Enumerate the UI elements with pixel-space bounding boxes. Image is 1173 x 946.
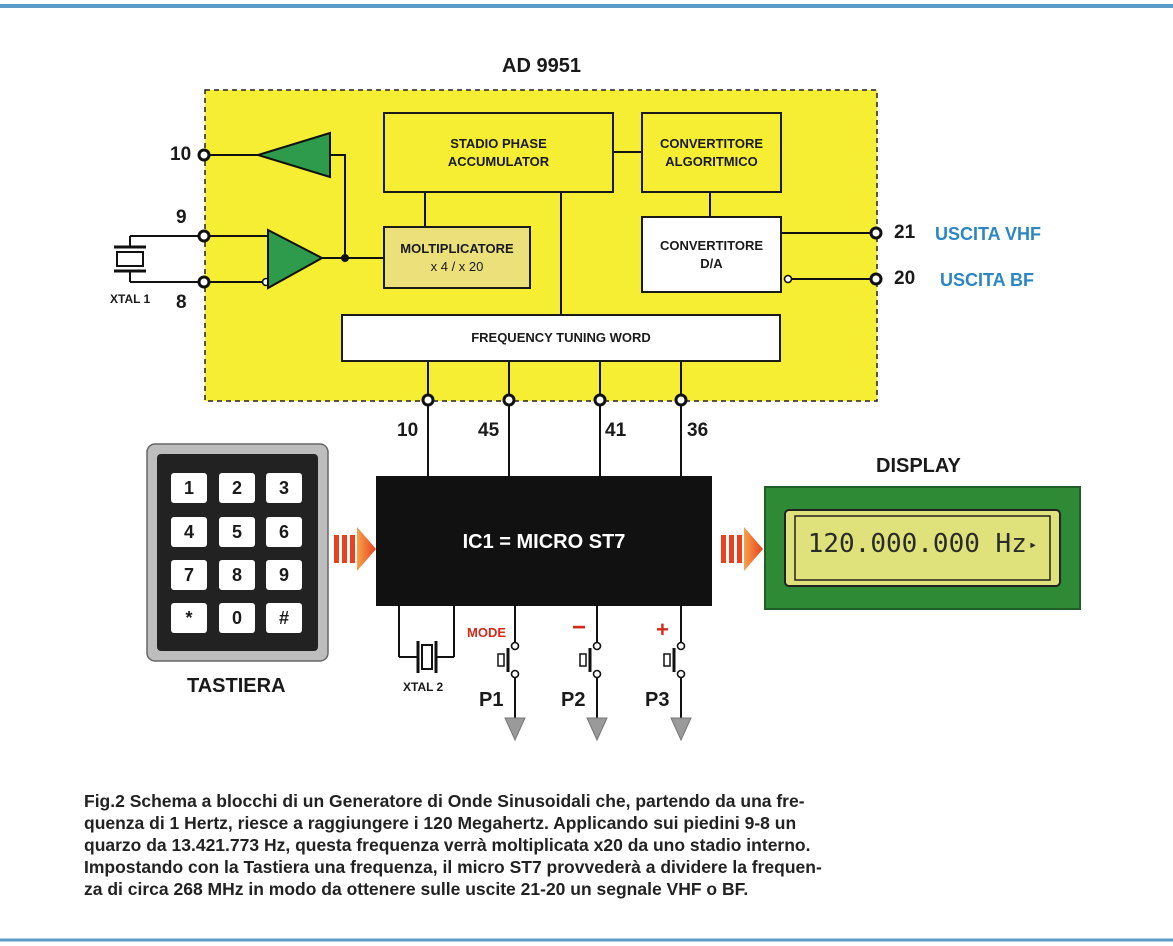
keypad-label: TASTIERA [187, 675, 286, 697]
xtal2-crystal-icon [398, 606, 455, 673]
key-7[interactable]: 7 [171, 560, 207, 590]
lcd-display-module [764, 486, 1081, 610]
da-block-line1: CONVERTITORE [659, 237, 764, 253]
key-9[interactable]: 9 [266, 560, 302, 590]
ftw-block-label: FREQUENCY TUNING WORD [471, 330, 651, 346]
p2-pushbutton-icon [579, 641, 602, 679]
p1-button-label: P1 [479, 689, 504, 711]
keypad-to-micro-arrow-icon [334, 527, 376, 571]
pin-10-left-label: 10 [170, 144, 192, 165]
micro-chip-label: IC1 = MICRO ST7 [462, 531, 626, 553]
multiplier-block-line2: x 4 / x 20 [430, 258, 484, 274]
frequency-tuning-word-block: FREQUENCY TUNING WORD [341, 314, 781, 362]
chip-title: AD 9951 [502, 55, 581, 77]
output-vhf-label: USCITA VHF [935, 224, 1041, 244]
micro-to-display-arrow-icon [721, 527, 763, 571]
key-6[interactable]: 6 [266, 517, 302, 547]
key-8[interactable]: 8 [219, 560, 255, 590]
key-5[interactable]: 5 [219, 517, 255, 547]
multiplier-block: MOLTIPLICATORE x 4 / x 20 [383, 226, 531, 289]
pin-8-label: 8 [176, 292, 187, 313]
key-hash[interactable]: # [266, 603, 302, 633]
output-bf-label: USCITA BF [940, 270, 1034, 290]
key-1[interactable]: 1 [171, 473, 207, 503]
key-4[interactable]: 4 [171, 517, 207, 547]
bus-pin-10-label: 10 [397, 420, 419, 441]
phase-accumulator-block: STADIO PHASE ACCUMULATOR [383, 112, 614, 193]
p2-sign-label: − [572, 614, 587, 641]
figure-caption: Fig.2 Schema a blocchi di un Generatore … [84, 790, 1094, 900]
algorithmic-converter-block: CONVERTITORE ALGORITMICO [641, 112, 782, 193]
da-block-line2: D/A [700, 255, 723, 271]
micro-st7-chip [376, 476, 712, 606]
key-star[interactable]: * [171, 603, 207, 633]
pin-9-label: 9 [176, 207, 187, 228]
bus-pin-41-label: 41 [605, 420, 627, 441]
p3-sign-label: + [656, 617, 669, 642]
p3-pushbutton-icon [663, 641, 686, 679]
algo-block-line1: CONVERTITORE [659, 135, 764, 151]
key-2[interactable]: 2 [219, 473, 255, 503]
multiplier-block-line1: MOLTIPLICATORE [400, 240, 514, 256]
display-frequency-text: 120.000.000 Hz [807, 529, 1027, 559]
pin-20-label: 20 [894, 268, 916, 289]
key-3[interactable]: 3 [266, 473, 302, 503]
bus-pin-45-label: 45 [478, 420, 500, 441]
p3-button-label: P3 [645, 689, 670, 711]
xtal1-crystal-icon [114, 235, 198, 283]
display-label: DISPLAY [876, 455, 961, 477]
caption-line-1: Fig.2 Schema a blocchi di un Generatore … [84, 791, 805, 811]
display-arrow-icon: ▸ [1028, 536, 1038, 553]
key-0[interactable]: 0 [219, 603, 255, 633]
p2-button-label: P2 [561, 689, 586, 711]
output-buffer-amplifier [254, 131, 331, 179]
da-converter-block: CONVERTITORE D/A [641, 216, 782, 293]
phase-block-line1: STADIO PHASE [450, 135, 547, 151]
bus-pin-36-label: 36 [687, 420, 709, 441]
p1-pushbutton-icon [497, 641, 520, 679]
oscillator-amplifier [267, 228, 325, 290]
display-readout: 120.000.000 Hz▸ [795, 529, 1050, 559]
xtal1-label: XTAL 1 [110, 292, 151, 306]
algo-block-line2: ALGORITMICO [665, 153, 758, 169]
caption-line-5: za di circa 268 MHz in modo da ottenere … [84, 879, 749, 899]
pin-21-label: 21 [894, 222, 916, 243]
xtal2-label: XTAL 2 [403, 680, 444, 694]
caption-line-3: quarzo da 13.421.773 Hz, questa frequenz… [84, 835, 811, 855]
caption-line-4: Impostando con la Tastiera una frequenza… [84, 857, 822, 877]
p1-sign-label: MODE [467, 625, 506, 640]
caption-line-2: quenza di 1 Hertz, riesce a raggiungere … [84, 813, 797, 833]
ground-symbol-icon [504, 717, 692, 742]
phase-block-line2: ACCUMULATOR [447, 153, 550, 169]
